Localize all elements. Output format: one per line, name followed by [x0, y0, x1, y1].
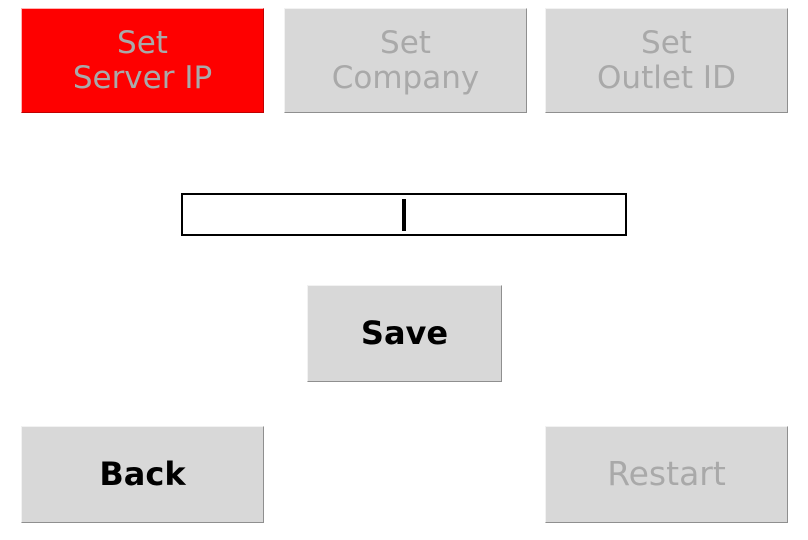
value-input[interactable]	[181, 193, 627, 236]
save-button[interactable]: Save	[307, 285, 502, 382]
back-button[interactable]: Back	[21, 426, 264, 523]
restart-button[interactable]: Restart	[545, 426, 788, 523]
set-outlet-id-button[interactable]: Set Outlet ID	[545, 8, 788, 113]
set-server-ip-button[interactable]: Set Server IP	[21, 8, 264, 113]
text-caret-icon	[402, 198, 406, 231]
set-company-button[interactable]: Set Company	[284, 8, 527, 113]
